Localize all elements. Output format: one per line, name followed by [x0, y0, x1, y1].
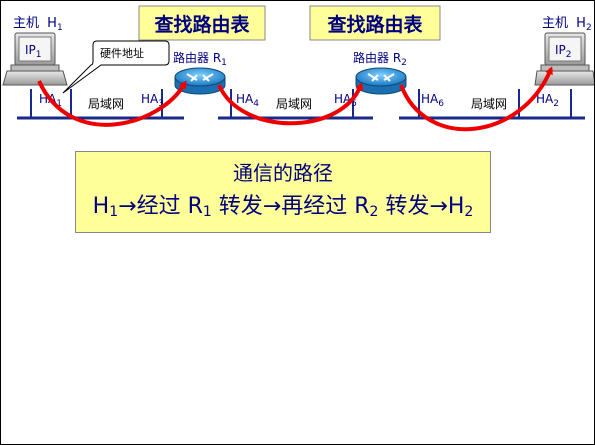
svg-text:HA2: HA2 [536, 92, 559, 109]
ha6-label: HA [421, 92, 439, 106]
path-arrow-r2-h2 [399, 66, 553, 132]
host-h2-ip: IP [555, 43, 566, 57]
svg-text:HA3: HA3 [141, 92, 164, 109]
host-h1-name: 主机 [13, 16, 39, 31]
path-arrow-r1-r2 [217, 82, 363, 126]
svg-text:IP2: IP2 [555, 43, 572, 60]
router-r2-name: 路由器 R [353, 50, 401, 65]
lookup-box-2: 查找路由表 [309, 5, 441, 41]
router-r1-name: 路由器 R [173, 50, 221, 65]
host-h1-ip: IP [25, 43, 36, 57]
lan-label-2: 局域网 [276, 97, 312, 111]
router-icon [355, 67, 407, 95]
svg-text:HA6: HA6 [421, 92, 444, 109]
svg-text:主机 H1: 主机 H1 [13, 16, 63, 33]
lookup-box-1-text: 查找路由表 [153, 13, 250, 36]
lan-label-3: 局域网 [471, 97, 507, 111]
route-title: 通信的路径 [233, 161, 333, 185]
route-summary-box: 通信的路径 H1→经过 R1 转发→再经过 R2 转发→H2 [75, 151, 491, 233]
lookup-box-1: 查找路由表 [138, 5, 266, 41]
ha2-label: HA [536, 92, 554, 106]
host-h1: 主机 H1 IP1 HA1 [2, 16, 68, 109]
svg-text:路由器 R2: 路由器 R2 [353, 50, 407, 68]
lan-segment-1 [17, 89, 184, 120]
lan-label-1: 局域网 [88, 97, 124, 111]
ha4-label: HA [236, 92, 254, 106]
host-h2-name: 主机 [542, 16, 568, 31]
svg-text:HA4: HA4 [236, 92, 259, 109]
callout-text: 硬件地址 [100, 46, 144, 60]
router-r1: 路由器 R1 HA3 HA4 [141, 50, 259, 109]
host-h2: 主机 H2 IP2 HA2 [534, 16, 594, 109]
router-icon [174, 67, 226, 95]
path-arrow-h1-r1 [37, 80, 187, 127]
hardware-address-callout: 硬件地址 [62, 40, 170, 94]
route-path: H1→经过 R1 转发→再经过 R2 转发→H2 [92, 194, 474, 220]
svg-text:路由器 R1: 路由器 R1 [173, 50, 227, 68]
lookup-box-2-text: 查找路由表 [326, 13, 423, 36]
computer-icon [2, 32, 68, 86]
svg-text:主机 H2: 主机 H2 [542, 16, 592, 33]
ha3-label: HA [141, 92, 159, 106]
svg-text:IP1: IP1 [25, 43, 42, 60]
